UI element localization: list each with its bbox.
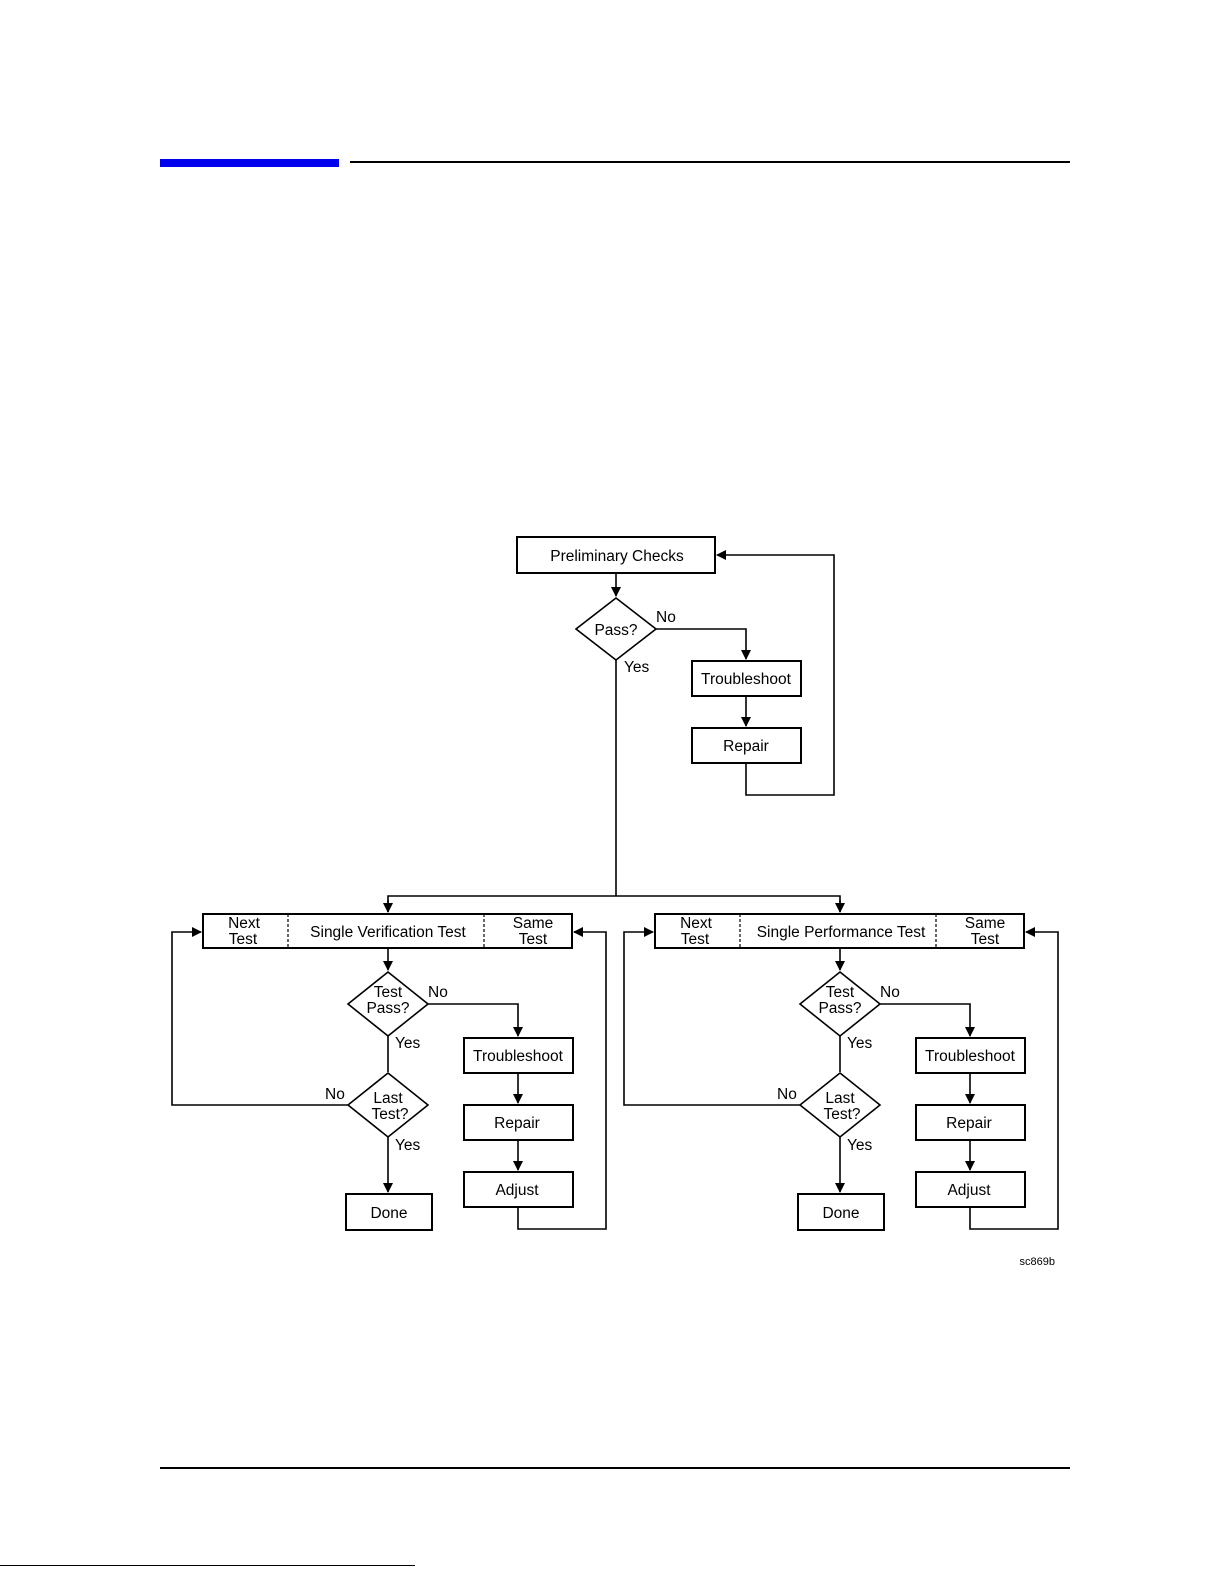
- verification-test-header: Next Test Single Verification Test Same …: [203, 914, 572, 948]
- ver-test-pass-yes-label: Yes: [395, 1035, 421, 1052]
- ver-last-test-yes-label: Yes: [395, 1137, 421, 1154]
- perf-test-pass-decision: Test Pass?: [800, 972, 880, 1036]
- pass-yes-label: Yes: [624, 659, 650, 676]
- ver-adjust-node: Adjust: [464, 1172, 573, 1207]
- perf-test-pass-label-2: Pass?: [818, 1000, 861, 1017]
- repair-top-label: Repair: [723, 738, 769, 755]
- ver-last-test-label-2: Test?: [371, 1106, 408, 1123]
- ver-test-pass-label-1: Test: [374, 984, 403, 1001]
- ver-test-pass-decision: Test Pass?: [348, 972, 428, 1036]
- ver-next-label-1: Next: [228, 915, 261, 932]
- branch-connector: [388, 896, 840, 912]
- ver-repair-label: Repair: [494, 1115, 540, 1132]
- perf-last-test-label-1: Last: [825, 1090, 855, 1107]
- perf-adjust-node: Adjust: [916, 1172, 1025, 1207]
- single-verification-test-label: Single Verification Test: [310, 924, 466, 941]
- perf-last-test-decision: Last Test?: [800, 1073, 880, 1137]
- ver-last-test-label-1: Last: [373, 1090, 403, 1107]
- perf-next-label-2: Test: [681, 931, 710, 948]
- troubleshoot-top-label: Troubleshoot: [701, 671, 792, 688]
- ver-last-test-no-label: No: [325, 1086, 345, 1103]
- ver-test-pass-no-label: No: [428, 984, 448, 1001]
- footer-rule: [160, 1467, 1070, 1469]
- perf-last-test-yes-label: Yes: [847, 1137, 873, 1154]
- ver-repair-node: Repair: [464, 1105, 573, 1140]
- connector: [880, 1004, 970, 1036]
- perf-troubleshoot-node: Troubleshoot: [916, 1038, 1025, 1073]
- perf-repair-label: Repair: [946, 1115, 992, 1132]
- perf-same-label-1: Same: [965, 915, 1006, 932]
- ver-next-label-2: Test: [229, 931, 258, 948]
- perf-done-node: Done: [798, 1194, 884, 1230]
- performance-test-header: Next Test Single Performance Test Same T…: [655, 914, 1024, 948]
- ver-adjust-label: Adjust: [495, 1182, 539, 1199]
- perf-test-pass-no-label: No: [880, 984, 900, 1001]
- perf-adjust-label: Adjust: [947, 1182, 991, 1199]
- pass-label: Pass?: [594, 622, 637, 639]
- page-edge-rule: [0, 1565, 415, 1566]
- ver-same-label-2: Test: [519, 931, 548, 948]
- perf-same-label-2: Test: [971, 931, 1000, 948]
- single-performance-test-label: Single Performance Test: [757, 924, 926, 941]
- next-test-loop-connector: [172, 932, 348, 1105]
- perf-done-label: Done: [822, 1205, 859, 1222]
- ver-same-label-1: Same: [513, 915, 554, 932]
- repair-top-node: Repair: [692, 728, 801, 763]
- connector: [656, 629, 746, 659]
- perf-last-test-label-2: Test?: [823, 1106, 860, 1123]
- ver-troubleshoot-node: Troubleshoot: [464, 1038, 573, 1073]
- perf-repair-node: Repair: [916, 1105, 1025, 1140]
- pass-no-label: No: [656, 609, 676, 626]
- troubleshoot-top-node: Troubleshoot: [692, 661, 801, 696]
- next-test-loop-connector: [624, 932, 800, 1105]
- figure-id-label: sc869b: [1020, 1256, 1055, 1268]
- preliminary-checks-label: Preliminary Checks: [550, 548, 684, 565]
- pass-decision: Pass?: [576, 598, 656, 660]
- ver-done-label: Done: [370, 1205, 407, 1222]
- perf-next-label-1: Next: [680, 915, 713, 932]
- perf-troubleshoot-label: Troubleshoot: [925, 1048, 1016, 1065]
- preliminary-checks-node: Preliminary Checks: [517, 537, 715, 573]
- ver-last-test-decision: Last Test?: [348, 1073, 428, 1137]
- perf-test-pass-yes-label: Yes: [847, 1035, 873, 1052]
- ver-test-pass-label-2: Pass?: [366, 1000, 409, 1017]
- perf-last-test-no-label: No: [777, 1086, 797, 1103]
- perf-test-pass-label-1: Test: [826, 984, 855, 1001]
- ver-troubleshoot-label: Troubleshoot: [473, 1048, 564, 1065]
- ver-done-node: Done: [346, 1194, 432, 1230]
- connector: [428, 1004, 518, 1036]
